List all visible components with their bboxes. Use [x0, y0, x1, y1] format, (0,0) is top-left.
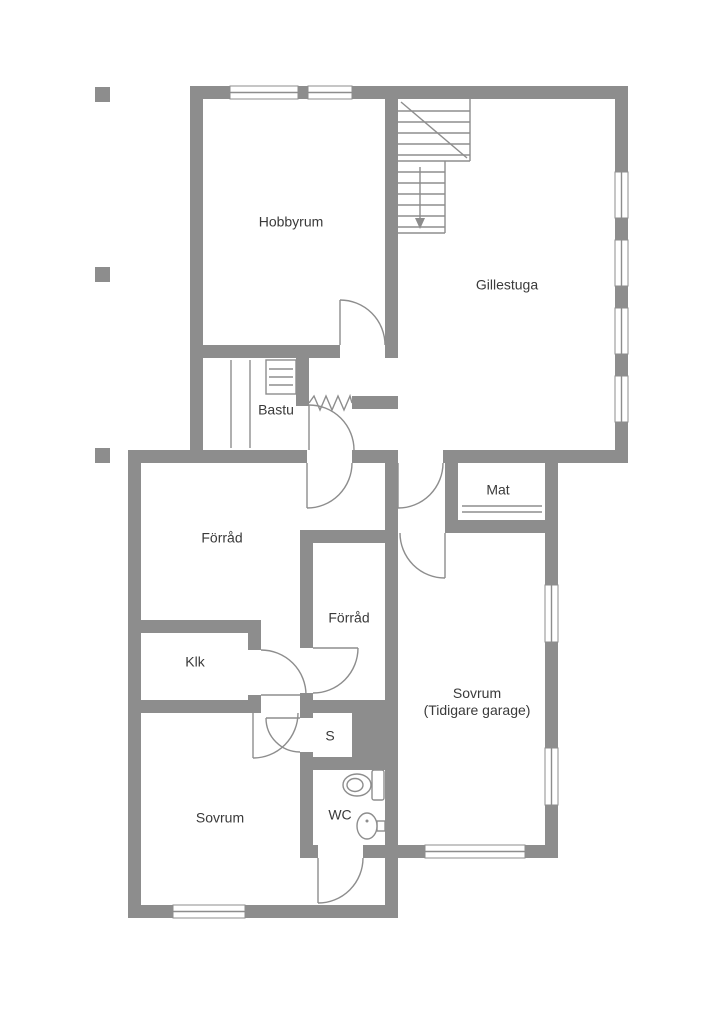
wall-segment: [296, 358, 309, 406]
door-arc: [397, 462, 444, 509]
stairs-direction-arrow: [415, 167, 425, 229]
sauna-stove-icon: [265, 359, 297, 395]
pillar-icon: [95, 448, 110, 463]
wall-segment: [352, 396, 398, 409]
wall-segment: [300, 752, 313, 858]
door-arc: [260, 649, 307, 696]
wall-segment: [190, 345, 340, 358]
support-pillars: [95, 87, 110, 463]
windows-layer: [172, 85, 629, 919]
wall-segment: [385, 463, 398, 858]
door-arc: [308, 404, 355, 451]
wall-segment: [385, 99, 398, 345]
wall-segment: [615, 218, 628, 240]
wall-segment: [545, 642, 558, 748]
wall-segment: [545, 450, 558, 585]
room-label-sovrum: Sovrum: [195, 809, 245, 826]
wall-segment: [128, 700, 253, 713]
wall-segment: [525, 845, 558, 858]
walls-layer: [128, 86, 628, 918]
wall-segment: [248, 620, 261, 650]
room-label-sovrum-garage-line1: Sovrum: [452, 685, 502, 701]
window-symbol: [424, 844, 526, 859]
wall-segment: [128, 905, 173, 918]
room-label-forrad-left: Förråd: [201, 529, 243, 546]
window-symbol: [614, 171, 629, 219]
room-label-s-closet: S: [325, 727, 335, 744]
window-symbol: [544, 747, 559, 806]
stairs-icon: [398, 99, 471, 234]
toilet-icon: [342, 769, 385, 801]
wall-segment: [190, 86, 203, 463]
door-arc: [252, 712, 299, 759]
wall-segment: [615, 286, 628, 308]
window-symbol: [614, 239, 629, 287]
sauna-heater-icon: [308, 393, 353, 412]
pillar-icon: [95, 267, 110, 282]
wall-segment: [352, 450, 398, 463]
window-symbol: [614, 307, 629, 355]
wall-segment: [300, 757, 352, 770]
wall-segment: [300, 845, 318, 858]
wall-segment: [385, 845, 398, 918]
wall-segment: [445, 520, 558, 533]
wall-segment: [128, 450, 307, 463]
wall-segment: [385, 345, 398, 358]
door-arc: [265, 717, 301, 753]
wall-segment: [443, 450, 628, 463]
wall-segment: [128, 620, 261, 633]
wall-segment: [545, 805, 558, 858]
wall-segment: [352, 86, 628, 99]
wall-segment: [615, 354, 628, 376]
chimney-block: [352, 713, 398, 770]
room-label-hobbyrum: Hobbyrum: [258, 213, 324, 230]
door-arc: [399, 532, 446, 579]
window-symbol: [307, 85, 353, 100]
wall-segment: [615, 86, 628, 172]
window-symbol: [614, 375, 629, 423]
pillar-icon: [95, 87, 110, 102]
room-label-sovrum-garage-line2: (Tidigare garage): [423, 702, 531, 718]
room-label-mat: Mat: [486, 481, 510, 498]
room-label-forrad-center: Förråd: [328, 609, 370, 626]
pantry-shelf-lines: [462, 505, 542, 513]
room-label-klk: Klk: [185, 653, 205, 670]
window-symbol: [229, 85, 299, 100]
sink-icon: [356, 812, 386, 840]
doors-layer: [252, 299, 446, 904]
sauna-bench-lines: [230, 360, 251, 448]
wall-segment: [300, 530, 313, 648]
door-arc: [317, 857, 364, 904]
window-symbol: [544, 584, 559, 643]
wall-segment: [128, 450, 141, 918]
wall-segment: [300, 530, 398, 543]
wall-segment: [245, 905, 398, 918]
window-symbol: [172, 904, 246, 919]
room-label-bastu: Bastu: [258, 401, 294, 418]
door-arc: [306, 462, 353, 509]
wall-segment: [300, 700, 398, 713]
room-label-gillestuga: Gillestuga: [475, 276, 539, 293]
room-label-sovrum-garage: Sovrum (Tidigare garage): [424, 685, 531, 719]
room-label-wc: WC: [328, 806, 352, 823]
wall-segment: [298, 86, 308, 99]
wall-segment: [445, 463, 458, 533]
door-arc: [312, 647, 359, 694]
door-arc: [339, 299, 386, 346]
